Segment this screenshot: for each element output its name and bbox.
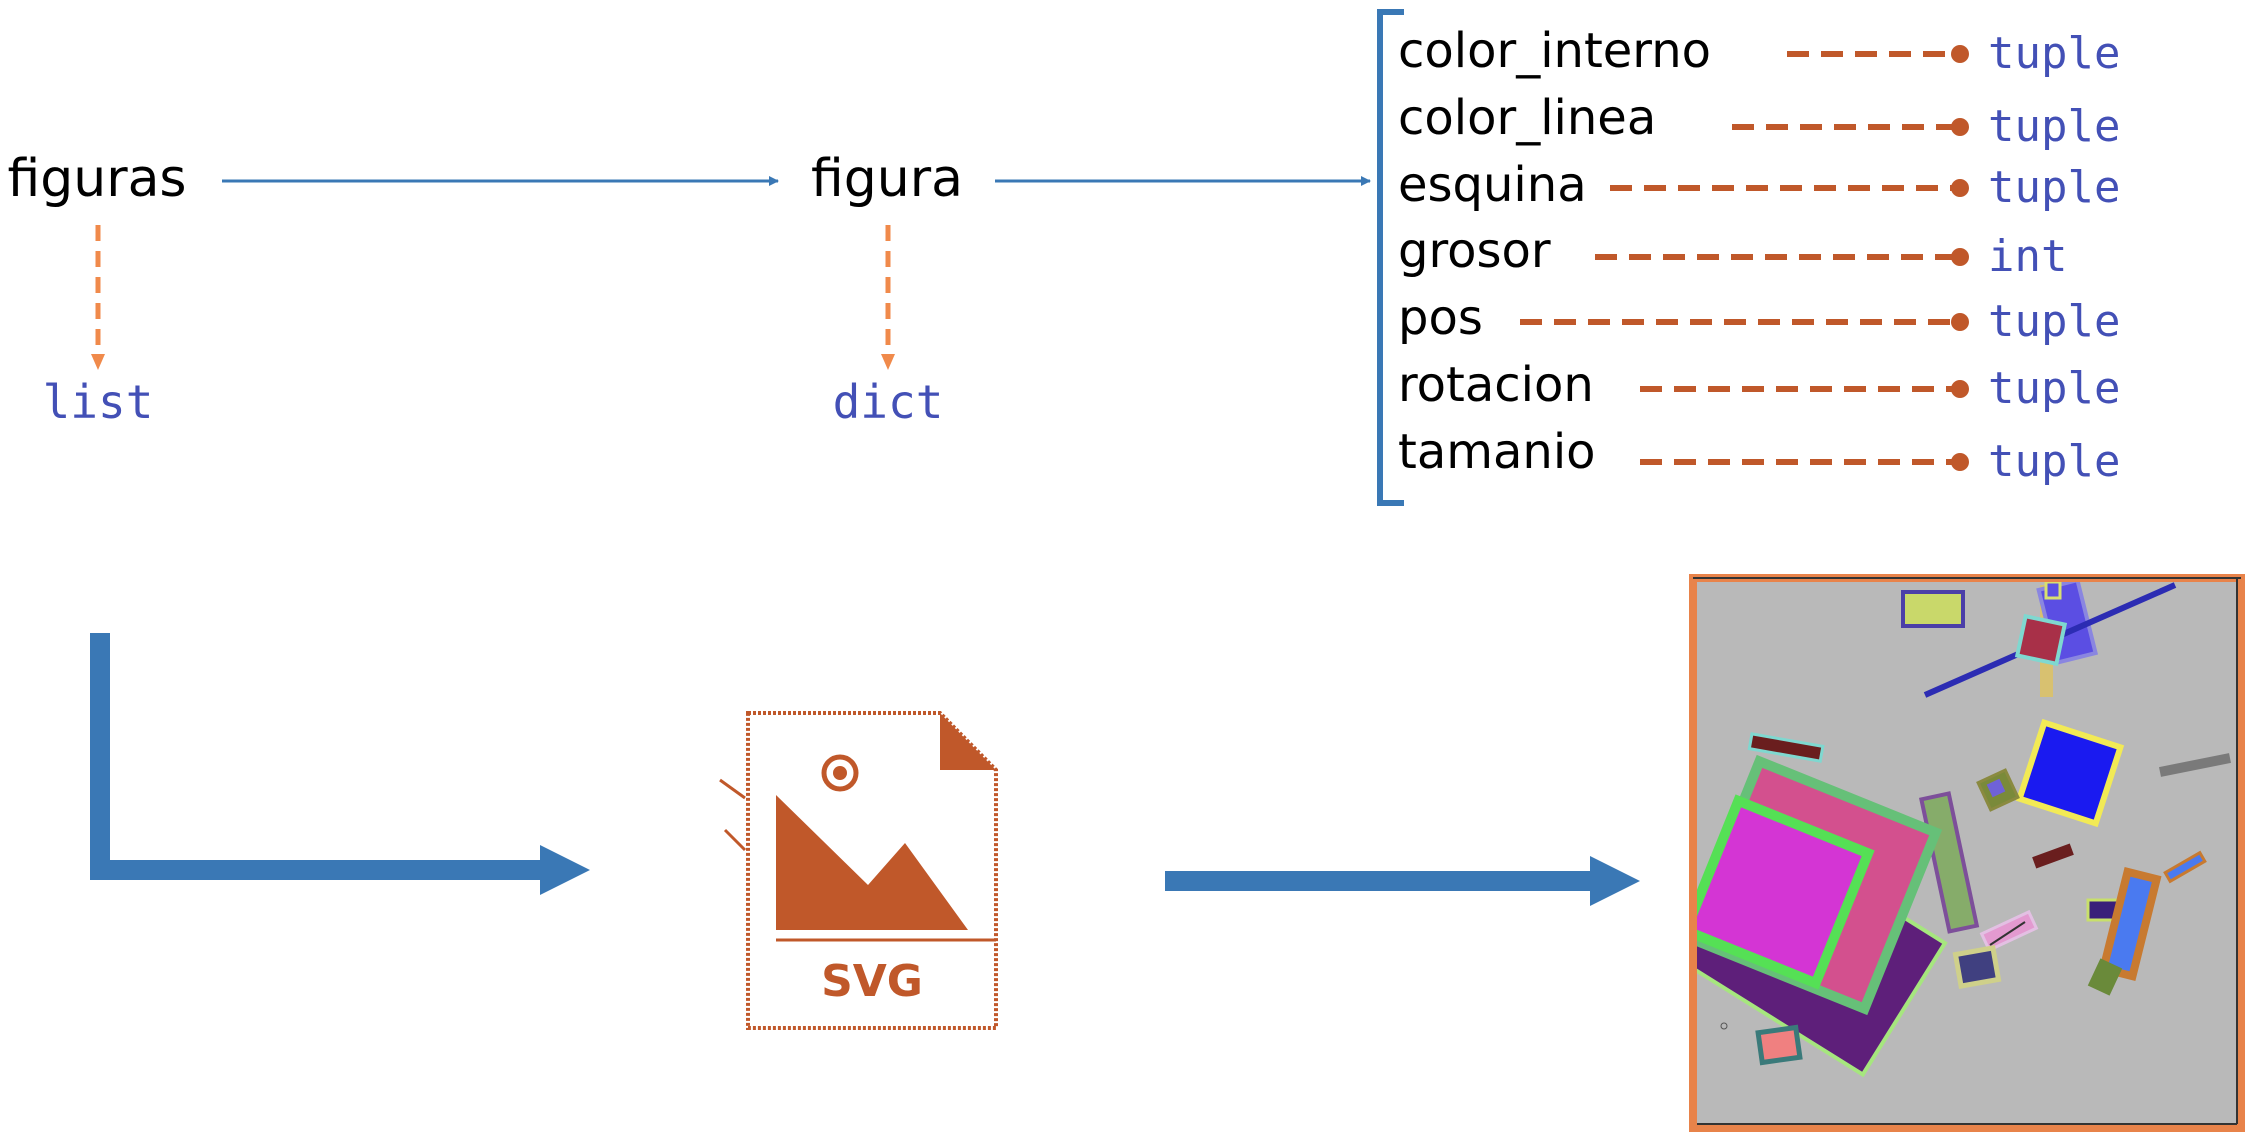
field-connector-dot <box>1951 179 1969 197</box>
field-type: tuple <box>1988 296 2120 347</box>
svg-file-label: SVG <box>821 956 923 1007</box>
field-name: pos <box>1398 290 1483 346</box>
field-type: tuple <box>1988 162 2120 213</box>
field-connector-dot <box>1951 313 1969 331</box>
field-row-esquina: esquina tuple <box>1398 157 2120 213</box>
field-row-color-linea: color_linea tuple <box>1398 90 2120 152</box>
field-type: int <box>1988 231 2067 282</box>
thick-arrow-elbow <box>90 633 545 880</box>
field-type: tuple <box>1988 436 2120 487</box>
field-connector-dot <box>1951 453 1969 471</box>
field-type: tuple <box>1988 101 2120 152</box>
field-name: esquina <box>1398 157 1587 213</box>
field-name: color_interno <box>1398 23 1711 79</box>
fields-bracket <box>1377 9 1404 506</box>
field-connector-dot <box>1951 248 1969 266</box>
svg-file-icon: SVG <box>719 711 998 1030</box>
rendered-output <box>1689 574 2245 1132</box>
field-connector-dot <box>1951 380 1969 398</box>
type-dict: dict <box>833 375 944 429</box>
field-connector-dot <box>1951 118 1969 136</box>
field-row-tamanio: tamanio tuple <box>1398 424 2120 487</box>
field-row-grosor: grosor int <box>1398 223 2067 282</box>
field-name: rotacion <box>1398 357 1594 413</box>
node-figuras: figuras <box>7 149 186 209</box>
field-row-rotacion: rotacion tuple <box>1398 357 2120 414</box>
field-name: color_linea <box>1398 90 1656 146</box>
node-figura: figura <box>811 149 963 209</box>
field-connector-dot <box>1951 45 1969 63</box>
field-type: tuple <box>1988 28 2120 79</box>
field-name: grosor <box>1398 223 1551 279</box>
field-type: tuple <box>1988 363 2120 414</box>
field-name: tamanio <box>1398 424 1596 480</box>
field-row-color-interno: color_interno tuple <box>1398 23 2120 79</box>
thick-arrow-straight-head <box>1590 856 1640 906</box>
thick-arrow-elbow-head <box>540 845 590 895</box>
field-row-pos: pos tuple <box>1398 290 2120 347</box>
type-list: list <box>43 375 154 429</box>
